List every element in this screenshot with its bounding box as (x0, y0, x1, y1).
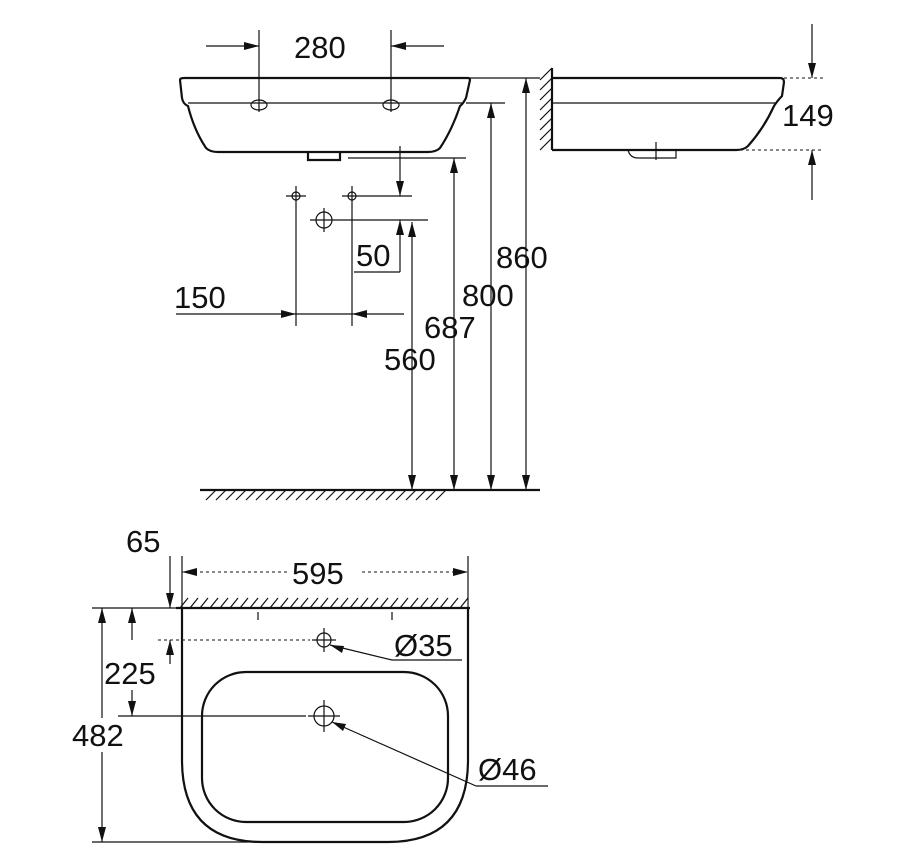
dim-149: 149 (782, 98, 834, 133)
basin-front-outline (178, 76, 472, 154)
basin-bowl (200, 670, 450, 824)
side-waste-outlet (620, 149, 677, 159)
dim-280: 280 (294, 30, 346, 65)
wall-hatching (539, 67, 553, 151)
dia-35: Ø35 (394, 628, 453, 663)
basin-plan-outline (180, 608, 470, 844)
dim-150: 150 (174, 280, 226, 315)
dim-860: 860 (496, 240, 548, 275)
dim-560: 560 (384, 342, 436, 377)
dim-595: 595 (292, 556, 344, 591)
floor-hatching (205, 489, 447, 501)
dim-65: 65 (126, 524, 160, 559)
dim-225: 225 (104, 656, 156, 691)
waste-outlet (306, 152, 342, 162)
front-elevation: 280 50 150 560 (174, 30, 548, 501)
dia-46: Ø46 (478, 752, 537, 787)
dim-687: 687 (424, 310, 476, 345)
dim-800: 800 (462, 278, 514, 313)
plan-wall-hatching (179, 597, 469, 609)
basin-side-outline (552, 76, 786, 152)
dim-50: 50 (356, 238, 390, 273)
side-elevation: 149 (539, 24, 834, 200)
dim-482: 482 (72, 718, 124, 753)
plan-view: 595 65 225 482 Ø35 Ø46 (72, 524, 548, 844)
